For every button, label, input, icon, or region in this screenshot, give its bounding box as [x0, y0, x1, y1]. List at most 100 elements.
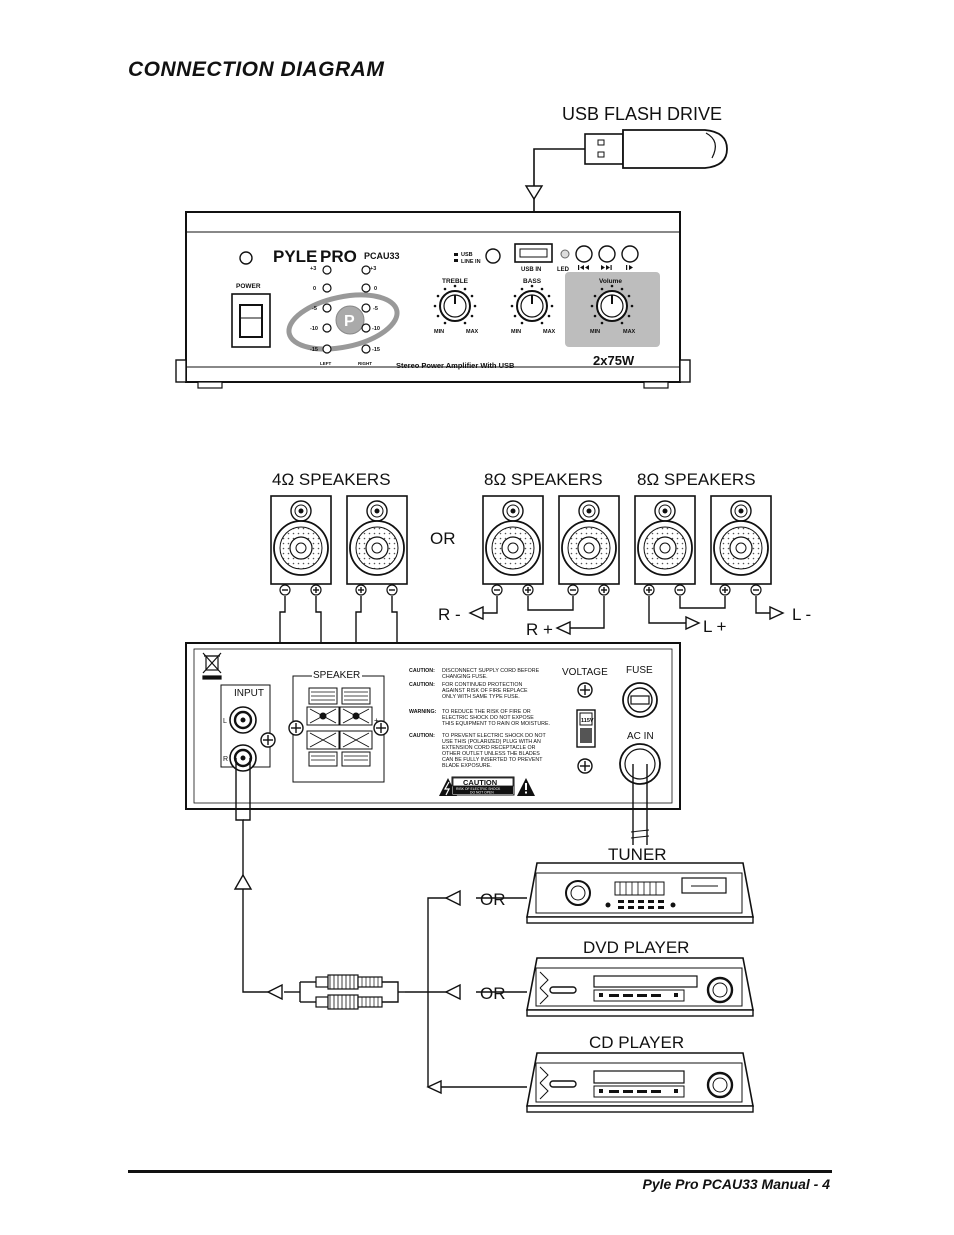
transport-icons: [578, 265, 633, 270]
source-arrow-icons: [426, 889, 461, 1095]
warning-title: WARNING:: [409, 709, 437, 715]
input-selector[interactable]: USB LINE IN: [454, 248, 501, 265]
usb-drive-icon: [584, 129, 728, 169]
bass-label: BASS: [523, 278, 542, 285]
caution-3-line-c: EXTENSION CORD RECEPTACLE OR: [442, 745, 536, 751]
caution-2-title: CAUTION:: [409, 682, 435, 688]
dvd-player-device: [526, 957, 754, 1017]
caution-2-line-a: FOR CONTINUED PROTECTION: [442, 682, 523, 688]
meter-label-plus3-left: +3: [310, 266, 316, 272]
weee-bin-icon: [202, 652, 222, 680]
warning-line-a: TO REDUCE THE RISK OF FIRE OR: [442, 709, 531, 715]
meter-label-m15-left: -15: [310, 347, 318, 353]
svg-text:P: P: [344, 313, 355, 330]
speaker-terminal-icons: [279, 584, 762, 596]
speaker-group-8ohm-b-label: 8Ω SPEAKERS: [637, 470, 756, 489]
tuner-label: TUNER: [608, 845, 667, 864]
brand-swirl-icon: P: [286, 292, 400, 352]
brand-logo: PYLE: [273, 247, 317, 266]
meter-label-plus3-right: +3: [370, 266, 376, 272]
caution-3-line-a: TO PREVENT ELECTRIC SHOCK DO NOT: [442, 733, 546, 739]
speaker-or-label: OR: [430, 529, 456, 548]
power-rating: 2x75W: [593, 353, 635, 368]
speaker-8ohm-a-2: [558, 495, 620, 585]
meter-label-m10-right: -10: [372, 326, 380, 332]
meter-right-label: RIGHT: [358, 361, 372, 366]
rear-screw-terminal-left: [288, 720, 304, 736]
ac-power-cord: [630, 764, 650, 845]
fuse-label: FUSE: [626, 665, 653, 676]
voltage-selector-switch[interactable]: 115V: [576, 709, 596, 748]
meter-left-label: LEFT: [320, 361, 331, 366]
caution-2-line-c: ONLY WITH SAME TYPE FUSE.: [442, 694, 520, 700]
l-minus-label: L -: [792, 605, 811, 624]
ac-in-label: AC IN: [627, 731, 654, 742]
meter-label-m5-left: -5: [312, 306, 317, 312]
cd-player-device: [526, 1052, 754, 1113]
play-pause-icon: [626, 265, 633, 270]
page-title: CONNECTION DIAGRAM: [128, 58, 385, 81]
level-meter: +3 +3 0 0 -5 -5 -10 -10 -15 -15 LEFT RIG…: [310, 265, 380, 366]
meter-label-m5-right: -5: [373, 306, 378, 312]
line-in-select-label: LINE IN: [461, 259, 481, 265]
prev-track-icon: [578, 265, 589, 270]
rca-jack-left[interactable]: [229, 706, 257, 734]
rca-jack-right[interactable]: [229, 744, 257, 772]
meter-label-0-right: 0: [374, 286, 377, 292]
caution-3-line-f: BLADE EXPOSURE.: [442, 763, 492, 769]
meter-label-0-left: 0: [313, 286, 316, 292]
treble-max-label: MAX: [466, 329, 479, 335]
usb-drive-label: USB FLASH DRIVE: [562, 104, 722, 124]
bass-max-label: MAX: [543, 329, 556, 335]
speaker-terminals[interactable]: [306, 687, 373, 767]
footer-rule: [128, 1170, 832, 1173]
model-label: PCAU33: [364, 251, 400, 261]
caution-box-line-1: RISK OF ELECTRIC SHOCK: [456, 787, 501, 791]
caution-3-line-b: USE THIS (POLARIZED) PLUG WITH AN: [442, 739, 541, 745]
exclamation-warning-icon: [517, 778, 535, 796]
input-r-label: R: [223, 756, 228, 763]
source-signal-lines: [405, 897, 527, 1088]
tuner-device: [526, 862, 754, 924]
r-minus-label: R -: [438, 605, 461, 624]
volume-min-label: MIN: [590, 329, 600, 335]
terminal-plus-label: +: [374, 716, 379, 725]
usb-arrow-icon: [524, 185, 544, 201]
play-pause-button[interactable]: [621, 245, 639, 263]
prev-track-button[interactable]: [575, 245, 593, 263]
speaker-group-4ohm-label: 4Ω SPEAKERS: [272, 470, 391, 489]
rear-screw-left: [260, 732, 276, 748]
caution-box-title: CAUTION: [463, 778, 497, 787]
power-switch[interactable]: [231, 293, 271, 348]
fuse-holder[interactable]: [622, 682, 658, 718]
caution-text-block: CAUTION: DISCONNECT SUPPLY CORD BEFORE C…: [409, 668, 550, 769]
power-led-icon: [239, 251, 253, 265]
speaker-8ohm-b-2: [710, 495, 772, 585]
bass-min-label: MIN: [511, 329, 521, 335]
l-plus-label: L +: [703, 617, 727, 636]
source-or-label-2: OR: [480, 984, 506, 1003]
rear-screw-terminal-right: [373, 720, 389, 736]
treble-label: TREBLE: [442, 278, 469, 285]
source-or-label-1: OR: [480, 890, 506, 909]
caution-3-title: CAUTION:: [409, 733, 435, 739]
caution-box: CAUTION RISK OF ELECTRIC SHOCK DO NOT OP…: [451, 776, 515, 796]
voltage-label: VOLTAGE: [562, 667, 608, 678]
status-led-icon: [560, 249, 570, 259]
volume-label: Volume: [599, 278, 622, 285]
meter-label-m10-left: -10: [310, 326, 318, 332]
next-track-icon: [601, 265, 612, 270]
speaker-4ohm-left: [270, 495, 332, 585]
usb-port[interactable]: [514, 243, 553, 263]
ac-inlet: [619, 743, 661, 785]
rca-input-cable: [235, 758, 405, 1003]
treble-min-label: MIN: [434, 329, 444, 335]
volume-max-label: MAX: [623, 329, 636, 335]
speaker-arrow-icons: [468, 605, 785, 636]
r-plus-label: R +: [526, 620, 553, 639]
usb-in-label: USB IN: [521, 267, 541, 273]
caution-1-line-a: DISCONNECT SUPPLY CORD BEFORE: [442, 668, 540, 674]
next-track-button[interactable]: [598, 245, 616, 263]
page-footer: Pyle Pro PCAU33 Manual - 4: [642, 1176, 830, 1192]
